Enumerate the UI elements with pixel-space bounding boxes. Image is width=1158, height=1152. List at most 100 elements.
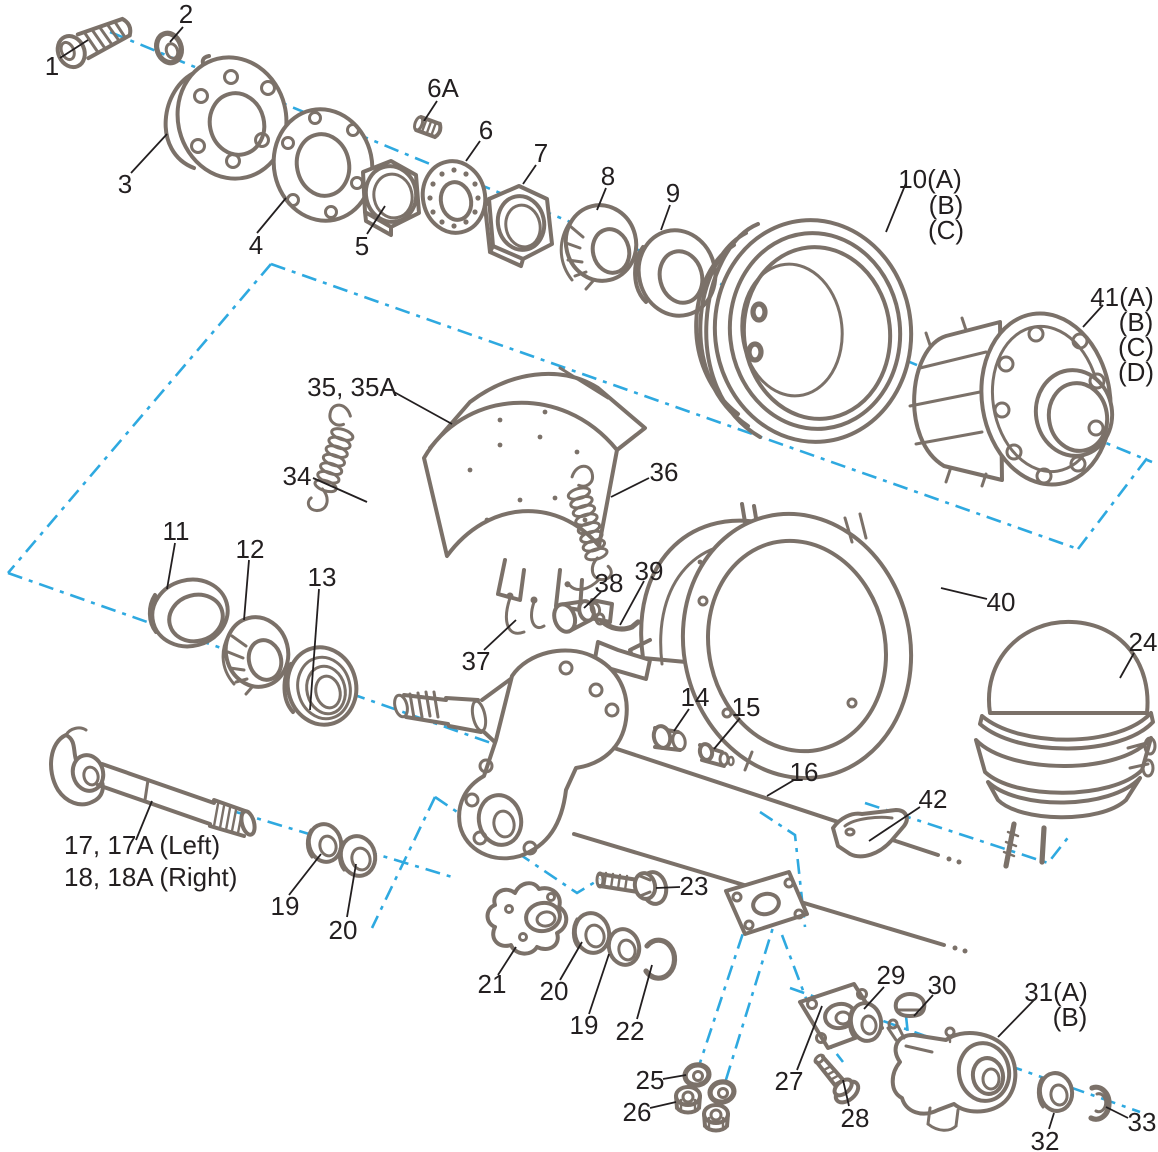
part-brake-shoe-35 bbox=[422, 366, 647, 624]
part-fitting-15 bbox=[697, 742, 735, 768]
leader-line bbox=[796, 1005, 823, 1071]
part-label: 23 bbox=[679, 871, 709, 901]
part-label: 31(A) bbox=[1024, 977, 1088, 1007]
part-seal-9 bbox=[633, 228, 718, 318]
part-label: 9 bbox=[665, 178, 681, 208]
part-bearing-8 bbox=[559, 203, 639, 291]
part-label: 2 bbox=[178, 0, 194, 29]
leader-line bbox=[863, 986, 885, 1010]
leader-line bbox=[673, 708, 690, 732]
part-snap-ring-22 bbox=[643, 937, 678, 981]
part-label: 1 bbox=[44, 51, 60, 81]
part-fitting-14 bbox=[651, 724, 687, 752]
part-washer-29 bbox=[847, 1001, 884, 1043]
part-hub-41 bbox=[908, 311, 1115, 488]
leader-line bbox=[660, 204, 671, 231]
part-label: 6 bbox=[478, 115, 494, 145]
part-label: 30 bbox=[927, 970, 957, 1000]
leader-line bbox=[588, 953, 610, 1015]
part-label: 5 bbox=[354, 231, 370, 261]
part-pin-39 bbox=[594, 612, 641, 632]
part-label: 42 bbox=[918, 784, 948, 814]
part-nut-5 bbox=[361, 159, 421, 237]
part-label: 27 bbox=[774, 1066, 804, 1096]
break-dot bbox=[952, 945, 958, 951]
leader-line bbox=[636, 964, 653, 1020]
part-washer-20 bbox=[337, 834, 378, 878]
part-label: 29 bbox=[876, 960, 906, 990]
part-spring-34 bbox=[306, 403, 355, 513]
leader-line bbox=[166, 542, 176, 590]
part-bearing-cup-11 bbox=[147, 577, 230, 649]
part-washer-25b bbox=[707, 1079, 737, 1105]
part-label: 33 bbox=[1127, 1107, 1157, 1137]
part-label: 40 bbox=[986, 587, 1016, 617]
leader-line bbox=[522, 164, 537, 185]
part-brake-chamber-24 bbox=[974, 619, 1157, 869]
part-washer-19 bbox=[305, 822, 344, 864]
part-label: (C) bbox=[1117, 332, 1155, 362]
leader-line bbox=[135, 800, 153, 841]
centerline bbox=[270, 262, 1079, 551]
part-label: 12 bbox=[235, 534, 265, 564]
leader-line bbox=[393, 391, 453, 425]
part-washer-20b bbox=[571, 911, 612, 955]
leader-line bbox=[885, 182, 907, 233]
leader-line bbox=[483, 619, 517, 651]
part-label: 18, 18A (Right) bbox=[64, 862, 238, 892]
part-label: 22 bbox=[615, 1016, 645, 1046]
leader-line bbox=[610, 477, 650, 498]
part-label: 26 bbox=[622, 1097, 652, 1127]
part-label: 20 bbox=[539, 976, 569, 1006]
leader-line bbox=[59, 39, 89, 59]
leader-line bbox=[423, 100, 438, 122]
leader-line bbox=[940, 587, 988, 600]
part-label: 19 bbox=[270, 891, 300, 921]
part-label: 21 bbox=[477, 969, 507, 999]
leader-line bbox=[868, 806, 921, 842]
part-bracket-21 bbox=[485, 881, 569, 956]
part-bracket-42 bbox=[831, 808, 909, 859]
part-camshaft-17-18 bbox=[49, 726, 257, 838]
leader-line bbox=[309, 588, 320, 711]
leader-line bbox=[256, 197, 287, 234]
centerline bbox=[7, 263, 272, 574]
part-pin-6a bbox=[413, 115, 443, 139]
part-bolt-28 bbox=[813, 1053, 861, 1105]
leader-line bbox=[1082, 304, 1104, 328]
leader-line bbox=[243, 559, 250, 621]
part-label: 35, 35A bbox=[307, 372, 397, 402]
leader-line bbox=[312, 477, 368, 503]
part-label: 20 bbox=[328, 915, 358, 945]
part-label: 10(A) bbox=[898, 164, 962, 194]
part-clip-37 bbox=[505, 592, 546, 635]
part-lockwasher-6 bbox=[420, 159, 488, 235]
part-label: 25 bbox=[635, 1065, 665, 1095]
part-label: 41(A) bbox=[1090, 282, 1154, 312]
centerline bbox=[789, 986, 1141, 1114]
leader-line bbox=[662, 1074, 687, 1080]
part-brake-drum-10 bbox=[694, 218, 914, 444]
leader-line bbox=[1048, 1112, 1055, 1130]
leader-line bbox=[346, 863, 357, 918]
part-label: 39 bbox=[634, 556, 664, 586]
part-label: 3 bbox=[117, 169, 133, 199]
part-roller-38 bbox=[552, 599, 602, 634]
parts-artwork bbox=[49, 16, 1157, 1133]
part-plate-4 bbox=[271, 107, 375, 223]
part-label: 19 bbox=[569, 1010, 599, 1040]
part-label: 34 bbox=[282, 461, 312, 491]
part-label: 13 bbox=[307, 562, 337, 592]
part-label: 28 bbox=[840, 1103, 870, 1133]
leader-line bbox=[619, 580, 645, 626]
part-washer-19b bbox=[606, 927, 642, 967]
leader-line bbox=[649, 1101, 677, 1109]
part-washer-32 bbox=[1036, 1071, 1075, 1113]
leader-line bbox=[842, 1079, 850, 1107]
leader-line bbox=[169, 26, 184, 43]
leader-line bbox=[1105, 1106, 1129, 1119]
part-bearing-12 bbox=[221, 615, 291, 696]
leader-line bbox=[559, 941, 583, 981]
centerline bbox=[370, 796, 437, 929]
